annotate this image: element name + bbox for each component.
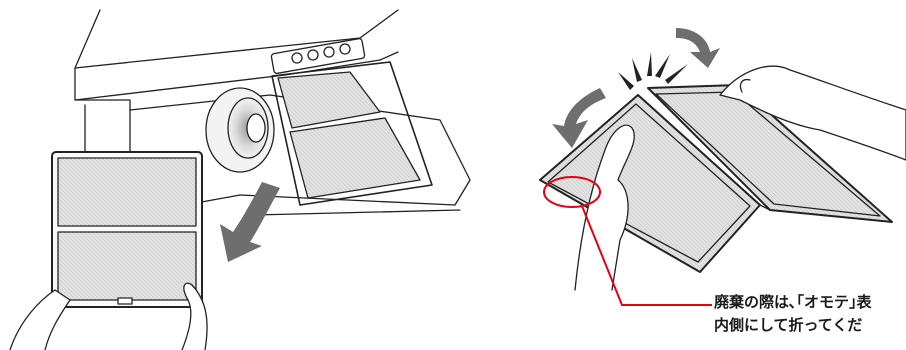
left-hand-fold <box>574 124 635 291</box>
left-hand <box>9 289 71 350</box>
right-hand-fold <box>719 65 906 161</box>
removed-filter <box>51 151 203 308</box>
hood-outline <box>74 9 399 69</box>
fold-down-arrow <box>552 88 606 148</box>
hood-button <box>291 52 303 64</box>
disposal-note-line2: 内側にして折ってくだ <box>714 316 863 334</box>
hood-button <box>323 46 335 58</box>
range-hood-illustration <box>9 9 471 350</box>
hood-button <box>339 43 351 55</box>
remove-direction-arrow <box>220 182 280 262</box>
disposal-note-line1: 廃棄の際は､｢オモテ｣表 <box>714 293 872 311</box>
hood-button <box>307 49 319 61</box>
hood-control-panel <box>270 37 366 75</box>
installed-filter-top <box>277 71 381 129</box>
installed-filter-bottom <box>289 117 421 199</box>
callout-circle <box>543 176 601 208</box>
fold-motion-lines <box>618 52 688 90</box>
fold-up-arrow <box>676 28 720 68</box>
callout-leader-line <box>581 205 712 306</box>
right-hand <box>181 282 208 350</box>
filter-folding-illustration <box>539 65 906 291</box>
filter-right-half <box>647 84 893 223</box>
